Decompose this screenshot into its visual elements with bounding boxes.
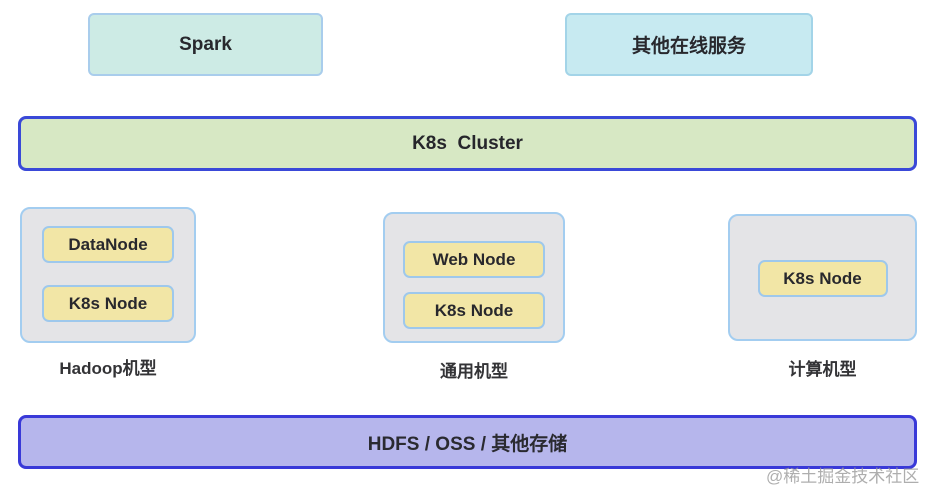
node-box-label: K8s Node xyxy=(783,268,862,288)
storage-bar-label: HDFS / OSS / 其他存储 xyxy=(367,433,568,455)
k8s-cluster-label: K8s Cluster xyxy=(412,132,523,154)
machine-group-hadoop: DataNode K8s Node xyxy=(20,207,196,343)
machine-group-compute: K8s Node xyxy=(728,214,917,341)
node-box-label: Web Node xyxy=(432,249,516,269)
node-box-label: K8s Node xyxy=(68,293,148,313)
node-box-web-node: Web Node xyxy=(403,241,545,278)
machine-group-label-general: 通用机型 xyxy=(440,362,508,381)
node-box-label: DataNode xyxy=(68,234,148,254)
k8s-cluster-bar: K8s Cluster xyxy=(18,116,917,171)
other-online-services-label: 其他在线服务 xyxy=(631,36,746,57)
node-box-k8s-node: K8s Node xyxy=(757,260,888,297)
spark-service-label: Spark xyxy=(179,33,232,55)
node-box-label: K8s Node xyxy=(434,300,514,320)
node-box-datanode: DataNode xyxy=(42,226,174,263)
spark-service-box: Spark xyxy=(88,13,323,76)
machine-group-general: Web Node K8s Node xyxy=(383,212,565,343)
machine-group-label-compute: 计算机型 xyxy=(788,360,857,379)
other-online-services-box: 其他在线服务 xyxy=(565,13,813,76)
watermark: @稀土掘金技术社区 xyxy=(766,467,920,486)
storage-bar: HDFS / OSS / 其他存储 xyxy=(18,415,917,469)
machine-group-label-hadoop: Hadoop机型 xyxy=(59,359,157,378)
node-box-k8s-node: K8s Node xyxy=(403,292,545,329)
node-box-k8s-node: K8s Node xyxy=(42,285,174,322)
